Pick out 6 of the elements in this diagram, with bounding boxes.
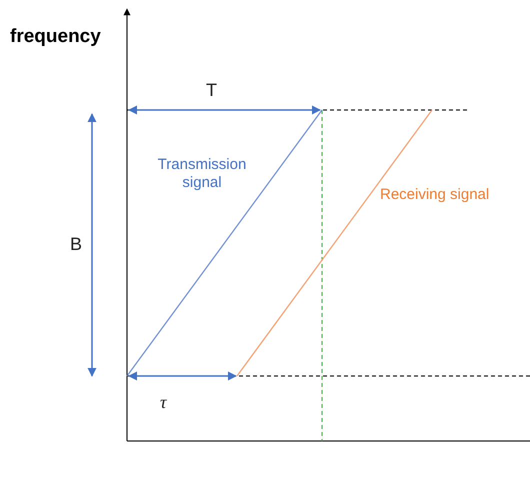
dimension-label: B — [70, 234, 82, 256]
signal-label: Receiving signal — [380, 186, 490, 204]
axis-title: frequency — [10, 26, 101, 49]
dimension-label: T — [206, 80, 217, 102]
signal-label: Transmission signal — [156, 156, 248, 192]
dimension-label: τ — [160, 392, 166, 414]
